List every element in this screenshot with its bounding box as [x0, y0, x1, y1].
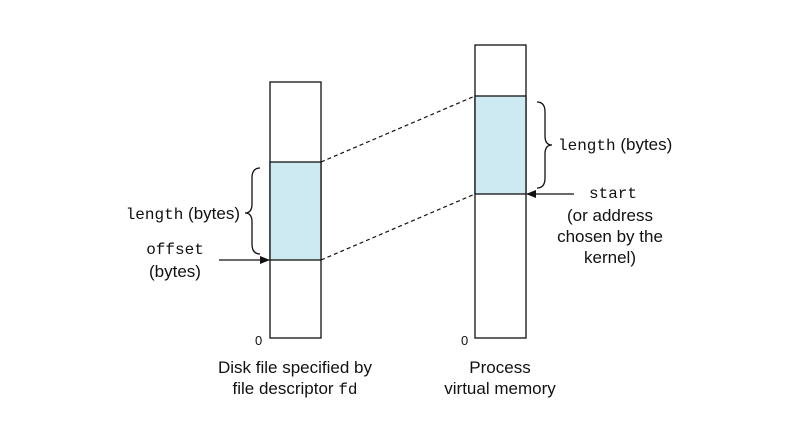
disk-file-caption-text: file descriptor	[232, 379, 339, 398]
left-length-suffix: (bytes)	[183, 204, 240, 223]
left-length-code: length	[125, 206, 184, 224]
left-length-brace	[244, 167, 261, 255]
virtual-memory-caption: Process virtual memory	[410, 357, 590, 399]
offset-code: offset	[146, 241, 204, 259]
mapping-line-bottom	[320, 193, 476, 261]
right-length-code: length	[558, 137, 616, 155]
disk-file-mapped-region	[269, 161, 322, 261]
offset-suffix: (bytes)	[149, 262, 201, 281]
right-length-suffix: (bytes)	[615, 135, 673, 154]
left-zero-label: 0	[255, 333, 263, 348]
start-note-line1: (or address	[567, 206, 653, 225]
virtual-memory-mapped-region	[474, 95, 527, 195]
virtual-memory-caption-line2: virtual memory	[444, 379, 556, 398]
disk-file-caption-line2: file descriptor fd	[185, 378, 405, 401]
start-note-line3: kernel)	[584, 248, 636, 267]
start-note-line2: chosen by the	[557, 227, 663, 246]
right-zero-label: 0	[461, 333, 469, 348]
start-code: start	[588, 185, 637, 203]
left-length-label: length (bytes)	[90, 203, 240, 226]
fd-code: fd	[338, 381, 358, 399]
start-label: start (or address chosen by the kernel)	[540, 184, 680, 268]
offset-label: offset (bytes)	[130, 240, 220, 282]
disk-file-caption: Disk file specified by file descriptor f…	[185, 357, 405, 401]
mapping-line-top	[320, 95, 476, 163]
virtual-memory-caption-line1: Process	[469, 358, 531, 377]
disk-file-caption-line1: Disk file specified by	[217, 358, 372, 377]
right-length-label: length (bytes)	[558, 134, 672, 157]
right-length-brace	[536, 101, 553, 189]
